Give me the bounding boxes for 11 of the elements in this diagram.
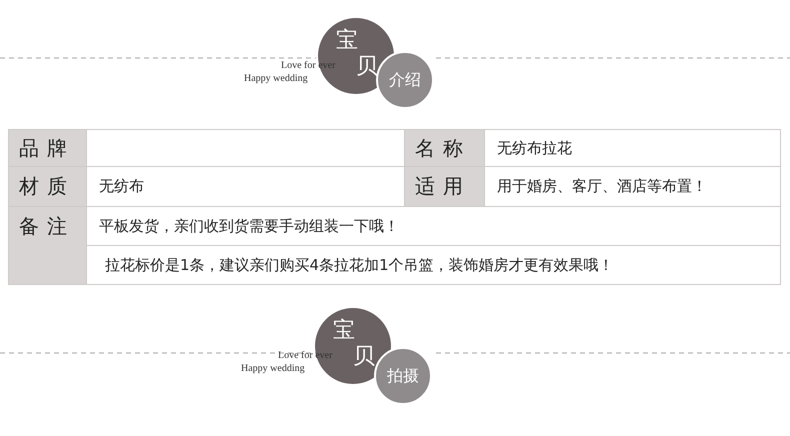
header-cell: 品牌 — [8, 129, 87, 167]
header-cell: 名称 — [404, 129, 485, 167]
header-cell: 备注 — [8, 206, 87, 285]
header-cell: 适用 — [404, 166, 485, 207]
tagline-text: Happy wedding — [244, 73, 308, 84]
value-cell: 拉花标价是1条，建议亲们购买4条拉花加1个吊篮，装饰婚房才更有效果哦！ — [86, 245, 781, 285]
header-cell: 材质 — [8, 166, 87, 207]
value-cell: 无纺布拉花 — [484, 129, 781, 167]
subtitle-circle: 拍摄 — [374, 347, 432, 405]
subtitle-circle: 介绍 — [376, 51, 434, 109]
tagline-text: Happy wedding — [241, 363, 305, 374]
